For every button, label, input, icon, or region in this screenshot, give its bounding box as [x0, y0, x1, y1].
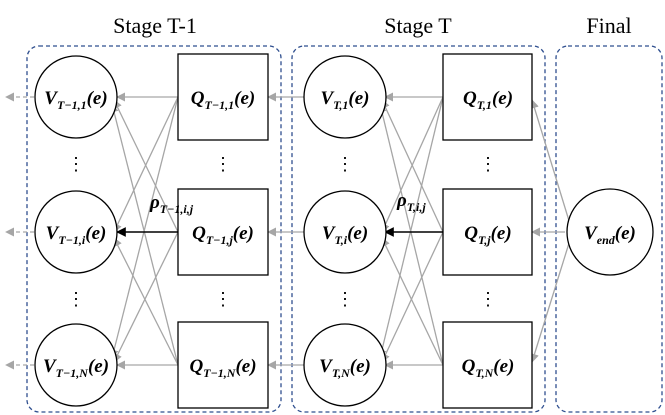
edge-q-t-n-to-v-t-i	[381, 237, 444, 366]
svg-text:QT,j(e): QT,j(e)	[464, 223, 511, 247]
svg-text:QT,1(e): QT,1(e)	[463, 88, 513, 112]
ellipsis-q-t-lower: ⋮	[479, 289, 497, 309]
ellipsis-q-t-upper: ⋮	[479, 154, 497, 174]
node-q-t-n: QT,N(e)	[442, 321, 533, 409]
edge-q-t-n-to-v-t-1	[377, 103, 444, 366]
stage-title-t: Stage T	[384, 13, 452, 38]
node-v-t-n: VT,N(e)	[303, 323, 387, 407]
node-v-t1-i: VT−1,i(e)	[34, 190, 118, 274]
svg-text:VT,1(e): VT,1(e)	[320, 88, 369, 112]
edge-q-t1-j-to-v-t1-n	[113, 231, 179, 363]
edge-v-end-to-q-t-n	[530, 239, 571, 363]
node-q-t1-n: QT−1,N(e)	[177, 321, 269, 409]
ellipsis-v-t-lower: ⋮	[336, 289, 354, 309]
svg-text:QT−1,1(e): QT−1,1(e)	[191, 88, 255, 112]
node-v-t1-n: VT−1,N(e)	[34, 323, 118, 407]
edge-q-t1-n-to-v-t1-1	[109, 103, 179, 366]
svg-text:QT−1,N(e): QT−1,N(e)	[189, 356, 256, 380]
node-q-t1-1: QT−1,1(e)	[177, 53, 269, 141]
svg-text:VT−1,N(e): VT−1,N(e)	[43, 356, 109, 380]
edge-label-rho-t-minus-1: ρT−1,i,j	[149, 192, 194, 216]
node-q-t-1: QT,1(e)	[442, 53, 533, 141]
svg-text:VT,N(e): VT,N(e)	[319, 356, 371, 380]
svg-text:VT−1,i(e): VT−1,i(e)	[46, 223, 107, 247]
stage-title-t-minus-1: Stage T-1	[113, 13, 197, 38]
node-v-t-1: VT,1(e)	[303, 55, 387, 139]
edge-v-end-to-q-t-1	[530, 99, 571, 225]
node-q-t1-j: QT−1,j(e)	[177, 188, 269, 276]
ellipsis-q-t1-lower: ⋮	[214, 289, 232, 309]
edge-q-t-1-to-v-t-n	[377, 96, 444, 359]
svg-text:VT−1,1(e): VT−1,1(e)	[44, 88, 107, 112]
svg-text:QT,N(e): QT,N(e)	[462, 356, 515, 380]
svg-text:VT,i(e): VT,i(e)	[322, 223, 368, 247]
edge-q-t1-j-to-v-t1-1	[113, 99, 179, 233]
edge-q-t1-1-to-v-t1-i	[113, 96, 179, 233]
ellipsis-v-t1-lower: ⋮	[67, 289, 85, 309]
edge-q-t1-1-to-v-t1-n	[109, 96, 179, 359]
node-v-t1-1: VT−1,1(e)	[34, 55, 118, 139]
edge-label-rho-t: ρT,i,j	[396, 190, 426, 214]
node-v-end: Vend(e)	[566, 188, 654, 276]
svg-text:QT−1,j(e): QT−1,j(e)	[192, 223, 254, 247]
edges	[5, 92, 571, 370]
edge-q-t-j-to-v-t-1	[381, 99, 444, 233]
edge-q-t-j-to-v-t-n	[381, 231, 444, 363]
ellipsis-v-t-upper: ⋮	[336, 154, 354, 174]
edge-q-t1-n-to-v-t1-i	[113, 237, 179, 366]
stage-box-t	[291, 45, 546, 413]
node-v-t-i: VT,i(e)	[303, 190, 387, 274]
stage-box-t-minus-1	[26, 45, 282, 413]
stage-title-final: Final	[586, 13, 631, 38]
ellipsis-q-t1-upper: ⋮	[214, 154, 232, 174]
node-q-t-j: QT,j(e)	[442, 188, 533, 276]
svg-text:Vend(e): Vend(e)	[584, 223, 636, 247]
ellipsis-v-t1-upper: ⋮	[67, 154, 85, 174]
